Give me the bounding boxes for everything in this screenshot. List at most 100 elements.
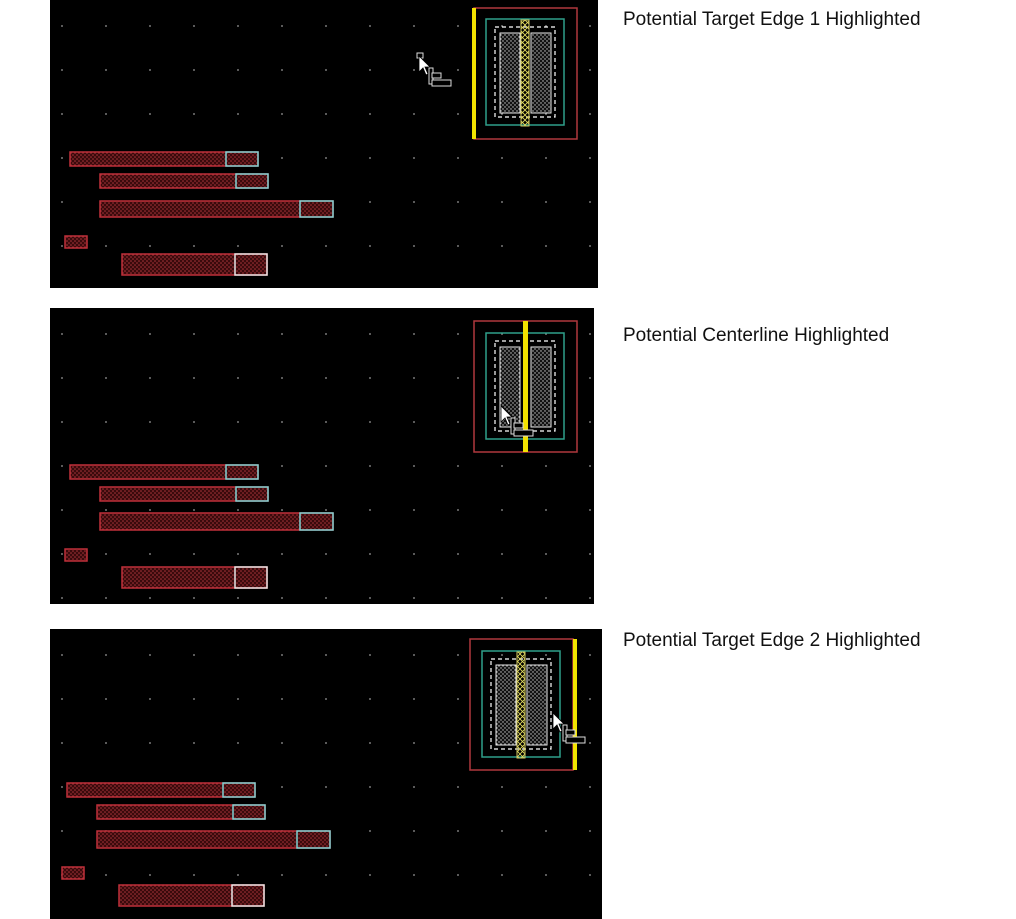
grid-dot <box>237 742 239 744</box>
poly-bar-2[interactable] <box>96 804 266 820</box>
grid-dot <box>193 509 195 511</box>
poly-bar-1[interactable] <box>66 782 256 798</box>
grid-dot <box>61 597 63 599</box>
cursor-group <box>500 405 534 437</box>
edge-snap-icon <box>562 724 586 744</box>
grid-dot <box>413 509 415 511</box>
grid-dot <box>545 553 547 555</box>
grid-dot <box>589 465 591 467</box>
poly-bar-1[interactable] <box>69 464 259 480</box>
grid-dot <box>589 157 591 159</box>
transistor-cell[interactable] <box>469 638 577 771</box>
grid-dot <box>193 698 195 700</box>
grid-dot <box>457 874 459 876</box>
grid-dot <box>61 113 63 115</box>
grid-dot <box>149 333 151 335</box>
poly-small[interactable] <box>64 548 88 562</box>
grid-dot <box>149 654 151 656</box>
contact-right <box>530 346 552 428</box>
grid-dot <box>369 465 371 467</box>
grid-dot <box>545 830 547 832</box>
grid-dot <box>237 874 239 876</box>
grid-dot <box>589 333 591 335</box>
grid-dot <box>545 245 547 247</box>
poly-bar-2-edge <box>235 173 269 189</box>
layout-canvas-panel-2[interactable] <box>50 308 594 604</box>
grid-dot <box>589 654 591 656</box>
grid-dot <box>193 654 195 656</box>
poly-bar-4[interactable] <box>121 566 268 589</box>
grid-dot <box>369 597 371 599</box>
layout-svg-1[interactable] <box>50 0 598 288</box>
grid-dot <box>457 465 459 467</box>
grid-dot <box>325 69 327 71</box>
grid-dot <box>281 465 283 467</box>
grid-dot <box>281 245 283 247</box>
grid-dot <box>325 874 327 876</box>
grid-dot <box>325 157 327 159</box>
transistor-cell[interactable] <box>472 7 578 140</box>
poly-bar-3[interactable] <box>96 830 331 849</box>
grid-dot <box>193 421 195 423</box>
gate-line[interactable] <box>516 651 526 759</box>
grid-dot <box>281 113 283 115</box>
layout-canvas-panel-3[interactable] <box>50 629 602 919</box>
grid-dot <box>369 69 371 71</box>
grid-dot <box>193 553 195 555</box>
grid-dot <box>545 786 547 788</box>
layout-svg-2[interactable] <box>50 308 594 604</box>
poly-bar-4[interactable] <box>121 253 268 276</box>
grid-dot <box>105 25 107 27</box>
grid-dot <box>325 786 327 788</box>
grid-dot <box>105 553 107 555</box>
gate-line[interactable] <box>520 19 530 127</box>
poly-small[interactable] <box>61 866 85 880</box>
grid-dot <box>413 597 415 599</box>
grid-dot <box>369 25 371 27</box>
highlighted-target-edge-2[interactable] <box>573 639 577 770</box>
poly-bar-4[interactable] <box>118 884 265 907</box>
grid-dot <box>237 377 239 379</box>
poly-small[interactable] <box>64 235 88 249</box>
poly-bar-2[interactable] <box>99 486 269 502</box>
grid-dot <box>193 333 195 335</box>
poly-bar-1[interactable] <box>69 151 259 167</box>
grid-dot <box>501 654 503 656</box>
grid-dot <box>325 553 327 555</box>
poly-bar-4-edge <box>231 884 265 907</box>
grid-dot <box>61 830 63 832</box>
grid-dot <box>545 509 547 511</box>
grid-dot <box>369 333 371 335</box>
grid-dot <box>61 25 63 27</box>
layout-canvas-panel-1[interactable] <box>50 0 598 288</box>
layout-svg-3[interactable] <box>50 629 602 919</box>
grid-dot <box>457 201 459 203</box>
grid-dot <box>589 509 591 511</box>
grid-dot <box>149 597 151 599</box>
grid-dot <box>193 597 195 599</box>
poly-bar-3[interactable] <box>99 200 334 218</box>
transistor-cell[interactable] <box>473 320 578 453</box>
highlighted-target-edge-1[interactable] <box>472 8 476 139</box>
grid-dot <box>457 421 459 423</box>
highlighted-centerline[interactable] <box>523 321 528 452</box>
poly-bar-3[interactable] <box>99 512 334 531</box>
grid-dot <box>369 157 371 159</box>
grid-dot <box>149 113 151 115</box>
grid-dot <box>281 698 283 700</box>
grid-dot <box>545 465 547 467</box>
poly-bar-3-edge <box>299 200 334 218</box>
poly-bar-2[interactable] <box>99 173 269 189</box>
grid-dot <box>149 69 151 71</box>
grid-dot <box>237 553 239 555</box>
cursor-group <box>552 712 586 744</box>
grid-dot <box>281 69 283 71</box>
grid-dot <box>413 201 415 203</box>
grid-dot <box>369 698 371 700</box>
grid-dot <box>413 830 415 832</box>
grid-dot <box>61 333 63 335</box>
grid-dot <box>61 465 63 467</box>
grid-dots <box>61 333 591 599</box>
grid-dot <box>589 201 591 203</box>
grid-dot <box>545 597 547 599</box>
